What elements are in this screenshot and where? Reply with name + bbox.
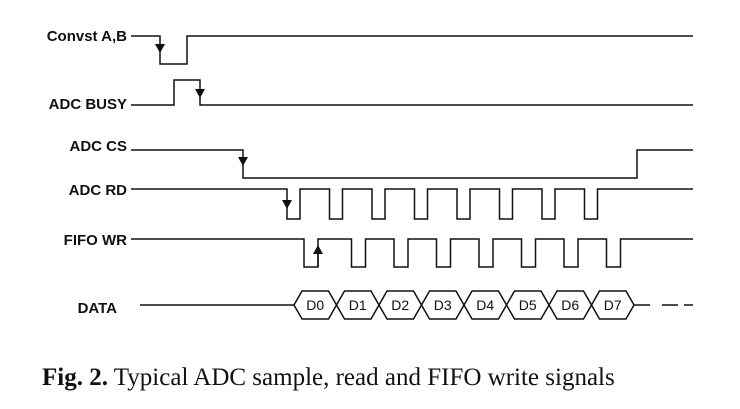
falling-edge-arrow-icon [155, 44, 165, 53]
waveform-fifo-wr [131, 238, 693, 268]
figure-caption: Fig. 2. Typical ADC sample, read and FIF… [42, 364, 722, 392]
data-word-label: D4 [476, 297, 494, 313]
data-word-label: D7 [604, 297, 622, 313]
data-word-cell [590, 290, 635, 320]
signal-label-convst: Convst A,B [47, 28, 127, 45]
waveform-adc-cs [131, 149, 693, 179]
data-word-label: D3 [434, 297, 452, 313]
data-word-label: D0 [306, 297, 324, 313]
data-bus: D0 D1 D2 D3 D4 D5 D6 D7 [140, 290, 693, 320]
signal-label-data: DATA [78, 300, 118, 317]
signal-label-adc-busy: ADC BUSY [49, 96, 127, 113]
waveform-adc-busy [131, 79, 693, 106]
falling-edge-arrow-icon [238, 157, 248, 166]
signal-label-adc-cs: ADC CS [69, 138, 127, 155]
signal-label-fifo-wr: FIFO WR [64, 232, 127, 249]
figure-number: Fig. 2. [42, 364, 108, 391]
rising-edge-arrow-icon [313, 245, 323, 254]
figure-caption-text: Typical ADC sample, read and FIFO write … [113, 364, 615, 391]
waveform-adc-rd [131, 188, 693, 220]
data-word-label: D6 [561, 297, 579, 313]
signal-label-adc-rd: ADC RD [69, 182, 127, 199]
waveform-convst [131, 35, 693, 65]
falling-edge-arrow-icon [282, 200, 292, 209]
data-word-label: D1 [349, 297, 367, 313]
falling-edge-arrow-icon [195, 89, 205, 98]
data-word-label: D5 [519, 297, 537, 313]
timing-diagram: Convst A,B ADC BUSY ADC CS ADC RD FIFO W… [47, 28, 693, 320]
data-word-label: D2 [391, 297, 409, 313]
